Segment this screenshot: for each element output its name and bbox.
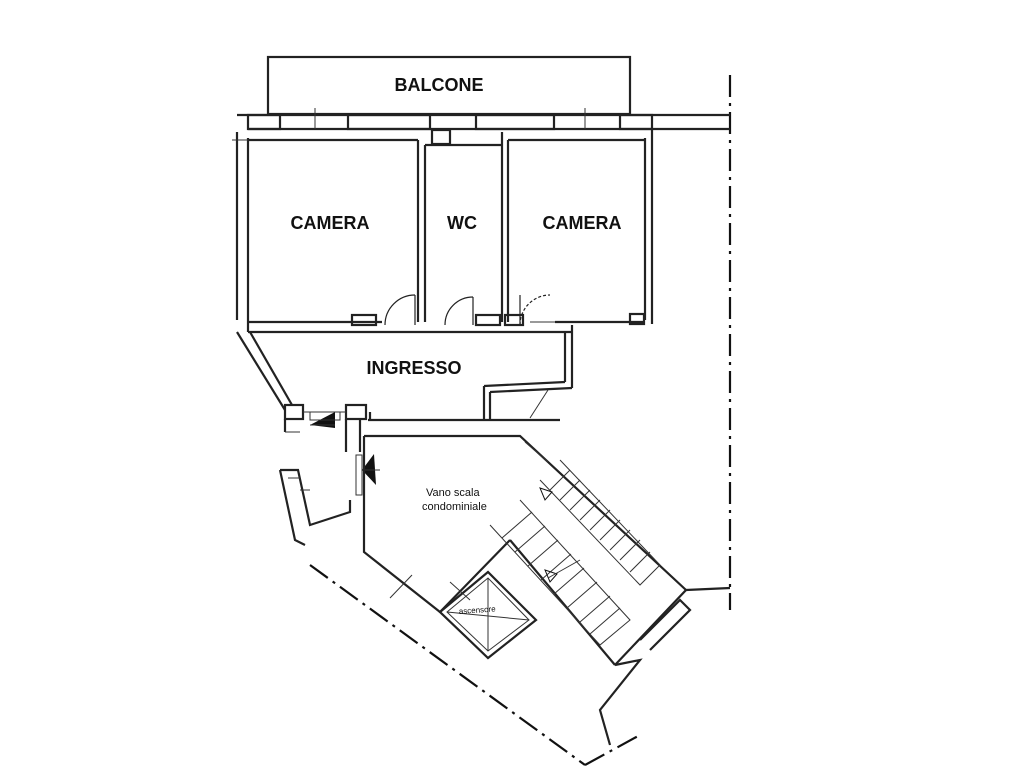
property-boundary: [309, 75, 732, 766]
camera-left-label: CAMERA: [291, 213, 370, 233]
balcone-label: BALCONE: [395, 75, 484, 95]
ingresso-label: INGRESSO: [366, 358, 461, 378]
elevator-label: ascensore: [459, 604, 497, 616]
stairwell-label-line2: condominiale: [422, 501, 487, 513]
wc-label: WC: [447, 213, 477, 233]
apartment-walls: [232, 108, 730, 452]
elevator-shaft: [438, 570, 538, 660]
doors: [384, 294, 555, 327]
left-fragments: [278, 468, 352, 546]
camera-right-label: CAMERA: [543, 213, 622, 233]
stairwell-label-line1: Vano scala: [426, 487, 480, 499]
stairwell: [362, 434, 731, 746]
